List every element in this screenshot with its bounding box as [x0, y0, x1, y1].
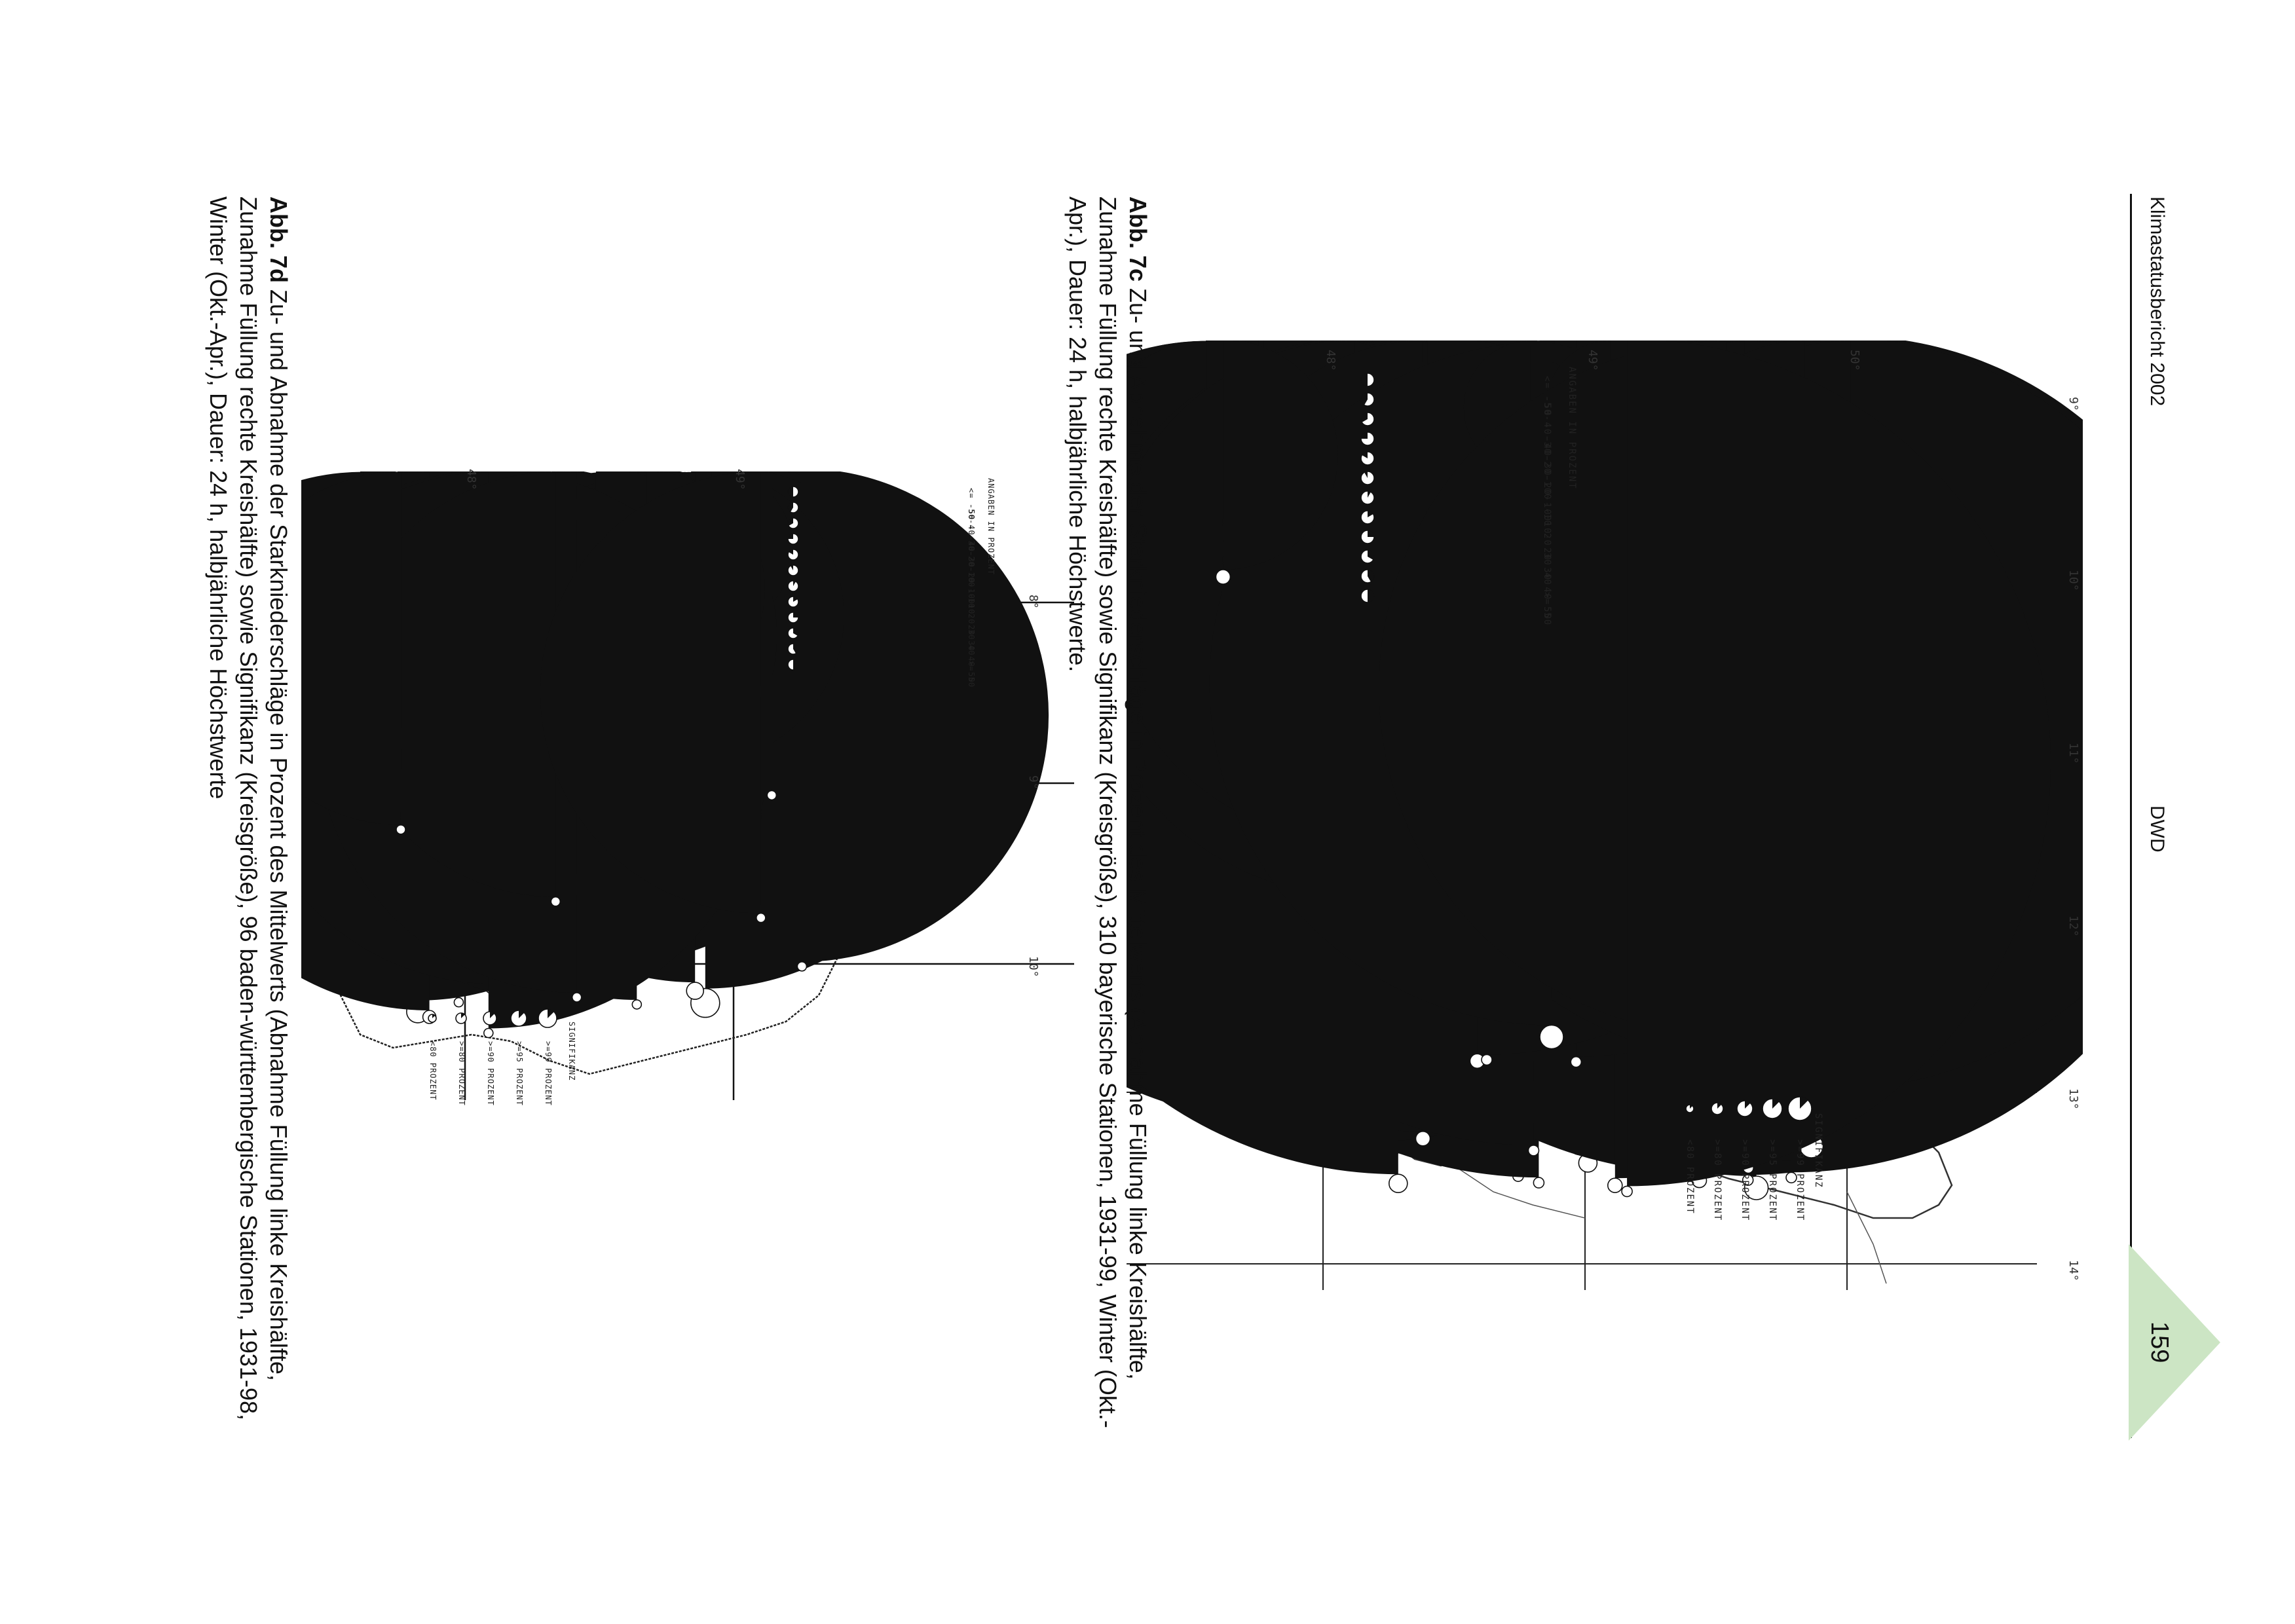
station-symbol — [1360, 549, 1375, 564]
significance-legend-entry: >=80 PROZENT — [1712, 1139, 1723, 1222]
station-symbol — [1360, 471, 1375, 485]
station-symbol — [1360, 510, 1375, 525]
value-legend-title: ANGABEN IN PROZENT — [1567, 367, 1577, 490]
station-symbol — [1360, 373, 1375, 387]
station-symbol — [787, 580, 799, 592]
significance-legend-entry: <80 PROZENT — [428, 1041, 438, 1101]
figure-7c-caption-text: Zu- und Abnahme der Starkniederschläge i… — [1064, 196, 1151, 1428]
page-tab-triangle — [2129, 1244, 2220, 1441]
lat-label-48: 48° — [1324, 350, 1337, 371]
station-symbol — [796, 471, 1049, 972]
station-symbol — [787, 564, 799, 576]
value-legend-entry: >= 50 — [967, 661, 976, 688]
figure-7d-label: Abb. 7d — [265, 196, 292, 283]
bw-lon-label-10: 10° — [1026, 956, 1040, 978]
station-symbol — [787, 502, 799, 513]
station-symbol — [787, 659, 799, 671]
figure-7d-caption: Abb. 7d Zu- und Abnahme der Starknieders… — [203, 196, 293, 1441]
station-symbol — [1360, 412, 1375, 426]
figure-7c-caption: Abb. 7c Zu- und Abnahme der Starknieders… — [1062, 196, 1153, 1441]
station-symbol — [1685, 1104, 1694, 1113]
lon-label-10: 10° — [2066, 570, 2080, 591]
station-symbol — [1787, 1096, 1812, 1121]
significance-legend-entry: >=90 PROZENT — [486, 1041, 495, 1106]
station-symbol — [787, 596, 799, 608]
station-symbol — [787, 486, 799, 498]
station-symbol — [510, 1010, 527, 1027]
station-symbol — [1360, 569, 1375, 583]
figure-7c-label: Abb. 7c — [1125, 196, 1151, 282]
bw-lat-label-49: 49° — [733, 469, 747, 490]
significance-legend-entry: >=99 PROZENT — [1795, 1139, 1805, 1222]
header-rule — [2130, 194, 2132, 1438]
value-legend-symbols — [1360, 373, 1375, 603]
lat-label-49: 49° — [1586, 350, 1599, 371]
station-symbol — [787, 643, 799, 655]
value-legend-entry: >= 50 — [1542, 592, 1552, 627]
lon-label-9: 9° — [2066, 397, 2080, 411]
bw-value-legend-symbols — [787, 486, 799, 671]
station-symbol — [1621, 341, 2051, 1198]
report-title: Klimastatusbericht 2002 — [2146, 196, 2168, 407]
lon-label-13: 13° — [2066, 1088, 2080, 1110]
station-symbol — [1215, 341, 1338, 585]
lat-label-50: 50° — [1848, 350, 1861, 371]
station-symbol — [1736, 1100, 1753, 1117]
bavaria-map — [1127, 341, 2083, 1290]
bw-significance-legend-symbols — [428, 1008, 557, 1028]
station-symbol — [1360, 451, 1375, 466]
significance-legend-title: SIGNIFIKANZ — [1813, 1113, 1823, 1189]
significance-legend-entry: <80 PROZENT — [1685, 1139, 1695, 1215]
station-symbol — [301, 471, 406, 835]
page-number: 159 — [2146, 1321, 2173, 1363]
baden-wuerttemberg-map — [301, 471, 1074, 1100]
station-symbol — [483, 1011, 497, 1025]
station-symbol — [538, 1008, 557, 1028]
significance-legend-symbols — [1685, 1096, 1812, 1121]
station-symbol — [787, 612, 799, 623]
bw-lon-label-8: 8° — [1026, 595, 1040, 609]
significance-legend-entry: >=80 PROZENT — [457, 1041, 466, 1106]
station-symbol — [787, 549, 799, 561]
station-symbol — [1360, 490, 1375, 505]
bw-value-legend-title: ANGABEN IN PROZENT — [986, 478, 996, 576]
station-symbol — [1762, 1098, 1783, 1119]
lon-label-12: 12° — [2066, 915, 2080, 937]
significance-legend-entry: >=95 PROZENT — [1767, 1139, 1778, 1222]
station-symbol — [428, 1014, 437, 1023]
significance-legend-entry: >=90 PROZENT — [1740, 1139, 1750, 1222]
station-symbol — [1360, 530, 1375, 544]
station-symbol — [1360, 432, 1375, 446]
page-number-tab — [2129, 1244, 2220, 1441]
organization-label: DWD — [2146, 805, 2168, 853]
lon-label-14: 14° — [2066, 1260, 2080, 1282]
station-symbol — [455, 1012, 467, 1024]
station-symbol — [1360, 589, 1375, 603]
station-symbol — [1360, 392, 1375, 407]
station-symbol — [787, 533, 799, 545]
figure-7d-caption-text: Zu- und Abnahme der Starkniederschläge i… — [205, 196, 292, 1420]
bw-lon-label-9: 9° — [1026, 775, 1040, 790]
station-symbol — [1711, 1102, 1724, 1115]
station-symbol — [787, 627, 799, 639]
lon-label-11: 11° — [2066, 743, 2080, 764]
bw-lat-label-48: 48° — [464, 469, 478, 490]
bw-stations — [301, 471, 1049, 1039]
station-symbol — [540, 471, 766, 923]
significance-legend-entry: >=99 PROZENT — [544, 1041, 553, 1106]
significance-legend-entry: >=95 PROZENT — [515, 1041, 524, 1106]
bavaria-stations — [1127, 341, 2083, 1200]
station-symbol — [787, 517, 799, 529]
